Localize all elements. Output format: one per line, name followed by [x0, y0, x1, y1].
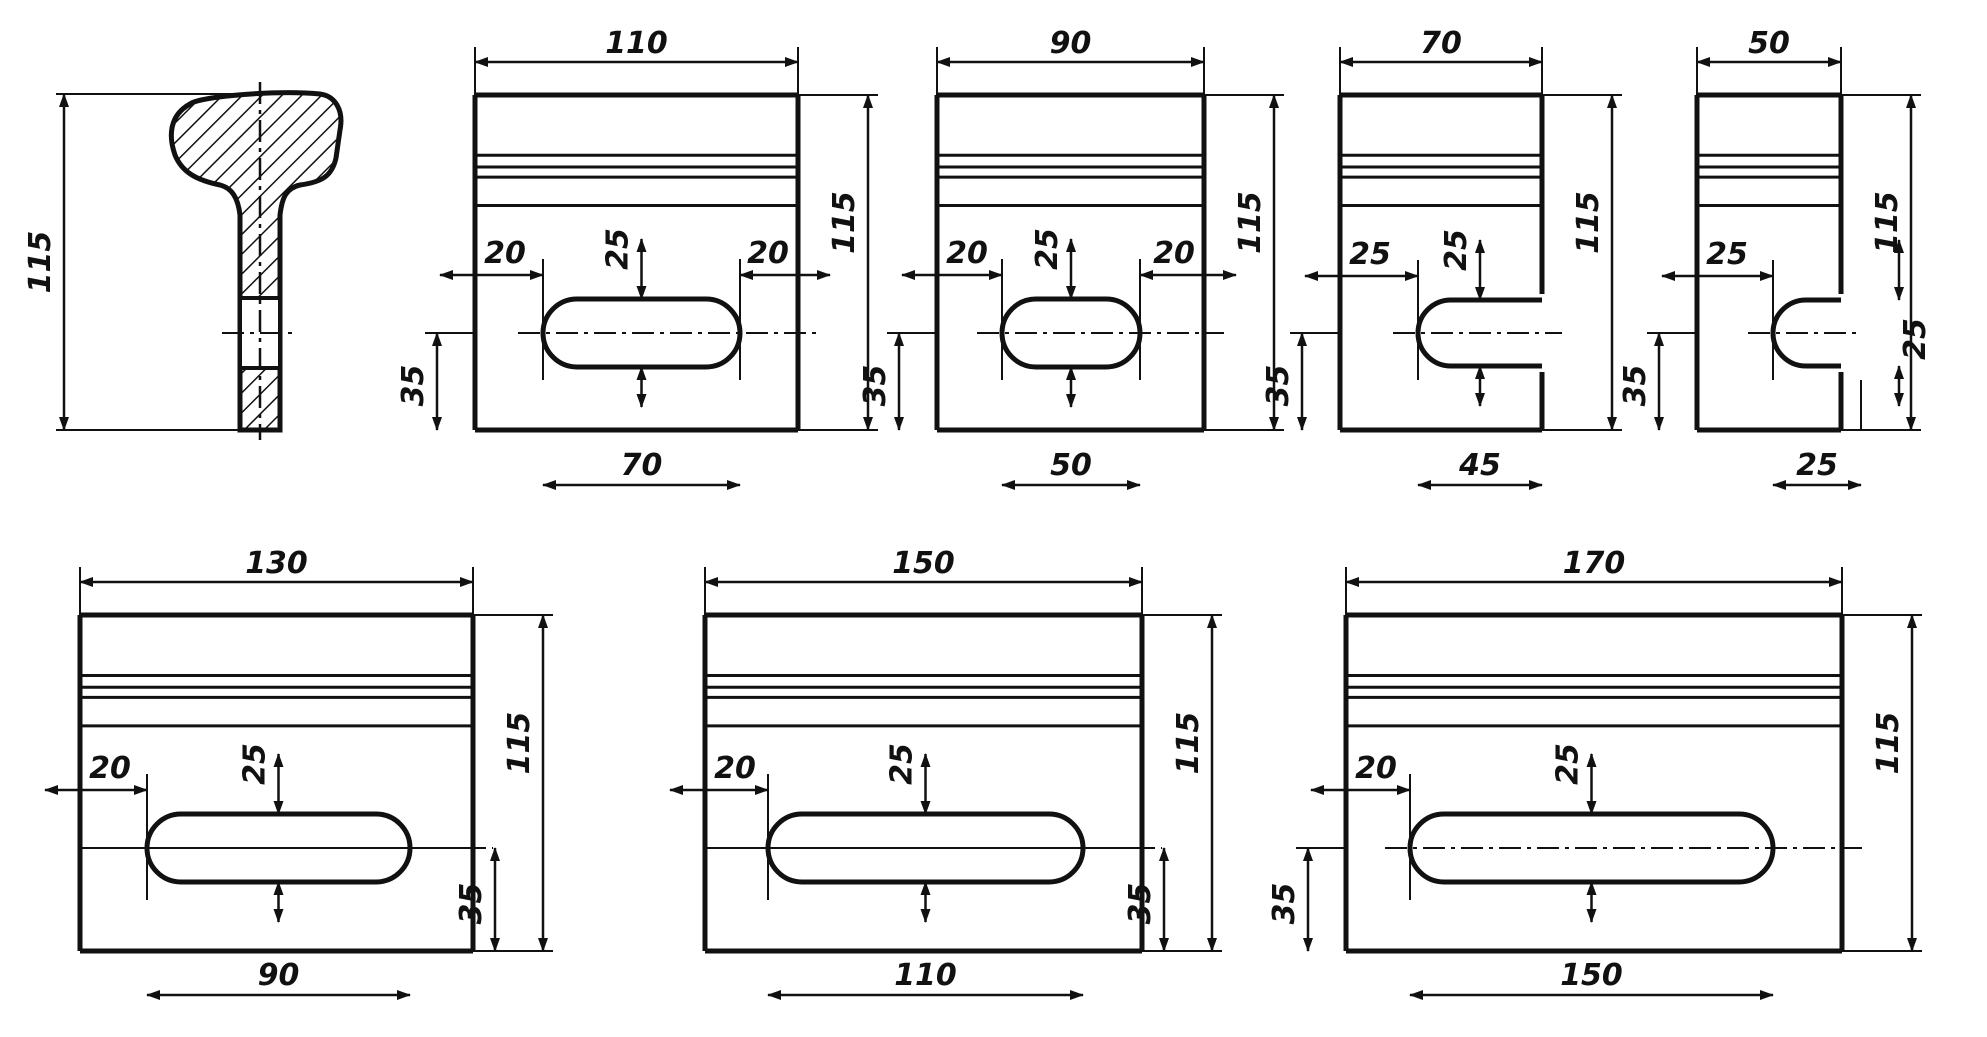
- left-margin-label: 20: [484, 236, 526, 271]
- plate-width-label: 90: [1050, 26, 1092, 61]
- left-margin-label: 20: [89, 751, 131, 786]
- plate-width-label: 50: [1748, 26, 1790, 61]
- slot-length-label: 90: [258, 958, 300, 993]
- slot-offset-label: 35: [1267, 883, 1302, 925]
- slot-offset-label: 35: [454, 883, 489, 925]
- slot-offset-label: 35: [1123, 883, 1158, 925]
- plate-width-label: 70: [1420, 26, 1462, 61]
- plate-width-label: 170: [1563, 546, 1626, 581]
- slot-length-label: 45: [1458, 448, 1501, 483]
- plate-view-130: 130 115 35 25 20 90: [44, 546, 553, 1000]
- plates-layer: 110 115 35 25 20 20 70 90 115 35 25 20 20 50 70 115 35 25…: [44, 26, 1933, 1000]
- slot-height-label: 25: [885, 743, 920, 785]
- slot-offset-label: 35: [1618, 365, 1653, 407]
- plate-view-110: 110 115 35 25 20 20 70: [396, 26, 878, 490]
- plate-view-70: 70 115 35 25 25 45: [1261, 26, 1622, 490]
- right-margin-label: 20: [747, 236, 789, 271]
- plate-width-label: 130: [245, 546, 308, 581]
- slot-length-label: 150: [1560, 958, 1623, 993]
- plate-height-label: 115: [1171, 712, 1206, 775]
- slot-height-label: 25: [1898, 318, 1933, 360]
- slot-offset-label: 35: [396, 365, 431, 407]
- slot-height-label: 25: [601, 228, 636, 270]
- slot-height-label: 25: [1439, 229, 1474, 271]
- plate-height-label: 115: [827, 191, 862, 254]
- plate-view-170: 170 115 35 25 20 150: [1267, 546, 1922, 1000]
- left-margin-label: 20: [1355, 751, 1397, 786]
- slot-height-label: 25: [1030, 228, 1065, 270]
- plate-height-label: 115: [502, 712, 537, 775]
- left-margin-label: 25: [1706, 237, 1748, 272]
- plate-width-label: 150: [892, 546, 955, 581]
- left-margin-label: 20: [714, 751, 756, 786]
- plate-height-label: 115: [1871, 712, 1906, 775]
- slot-offset-label: 35: [858, 365, 893, 407]
- slot-length-label: 70: [621, 448, 663, 483]
- slot-offset-label: 35: [1261, 365, 1296, 407]
- right-margin-label: 20: [1153, 236, 1195, 271]
- slot-height-label: 25: [238, 743, 273, 785]
- plate-height-label: 115: [1233, 191, 1268, 254]
- rail-section-hatched: [168, 90, 344, 433]
- slot-height-label: 25: [1551, 743, 1586, 785]
- profile-height-label: 115: [23, 231, 58, 294]
- plate-view-90: 90 115 35 25 20 20 50: [858, 26, 1284, 490]
- slot-length-label: 50: [1050, 448, 1092, 483]
- plate-height-label: 115: [1571, 191, 1606, 254]
- rail-profile: 115: [23, 82, 344, 440]
- left-margin-label: 20: [946, 236, 988, 271]
- left-margin-label: 25: [1349, 237, 1391, 272]
- plate-view-150: 150 115 35 25 20 110: [669, 546, 1222, 1000]
- slot-length-label: 25: [1796, 448, 1838, 483]
- slot-length-label: 110: [894, 958, 957, 993]
- plate-width-label: 110: [605, 26, 668, 61]
